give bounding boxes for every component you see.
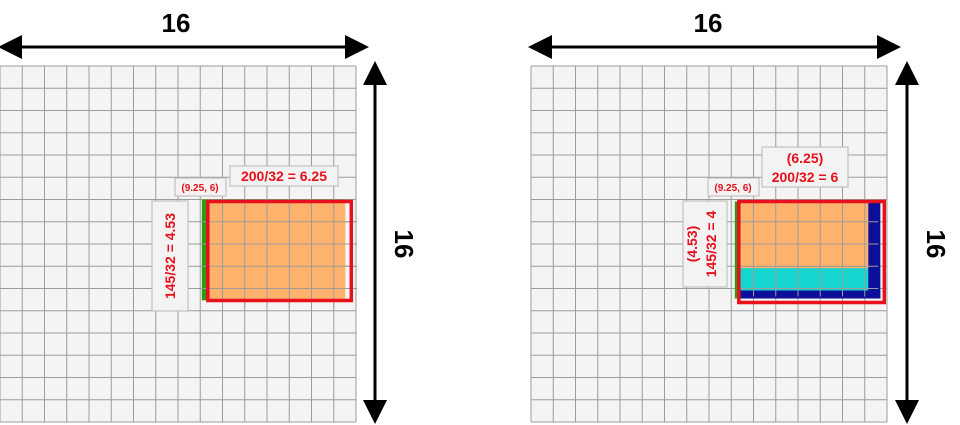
exact-extent-area [734,201,739,299]
region-outline [737,199,887,305]
width-calc-box [229,165,339,187]
width-calc: 200/32 = 6.25 [241,168,327,184]
scaled-region [207,201,346,301]
height-label: 16 [921,230,951,259]
width-calc-box [761,146,849,188]
corner-label-box [707,177,760,197]
region [201,199,358,309]
width-calc-line1: (6.25) [787,150,824,166]
width-label: 16 [162,8,191,38]
dropped-column-area [868,201,881,299]
height-label: 16 [389,230,419,259]
left-panel: 16 16 (9.25, 6) 200/32 = 6.25 145/32 = 4… [0,8,419,424]
height-calc-line2: 145/32 = 4 [703,211,719,278]
corner-label-box [174,177,227,197]
region-grid-overlay [738,201,879,297]
region-grid-overlay [201,199,358,309]
calc-labels: (9.25, 6) 200/32 = 6.25 145/32 = 4.53 [151,165,339,312]
calc-labels: (9.25, 6) (6.25) 200/32 = 6 (4.53) 145/3… [682,146,849,288]
right-panel: 16 16 (9.25, 6) (6.25) 200/32 = 6 (4.53)… [528,8,951,424]
height-calc-box [151,200,189,312]
region [734,199,887,305]
width-calc-line2: 200/32 = 6 [772,169,839,185]
height-calc-box [682,200,728,288]
region-outline [206,199,354,303]
width-label: 16 [694,8,723,38]
height-calc: 145/32 = 4.53 [162,213,178,299]
corner-label: (9.25, 6) [714,183,751,194]
dropped-edge-area [738,290,881,299]
corner-label: (9.25, 6) [181,183,218,194]
height-calc-line1: (4.53) [684,226,700,263]
